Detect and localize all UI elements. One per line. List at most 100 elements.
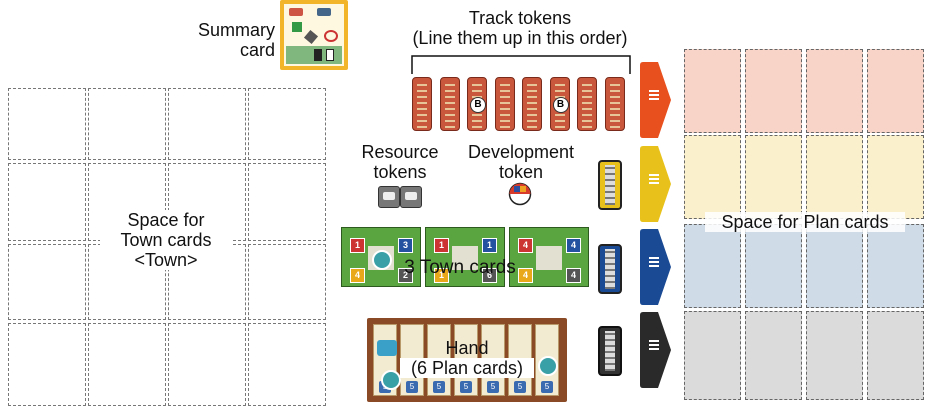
track-token bbox=[604, 77, 625, 131]
line-tab-yellow bbox=[640, 146, 671, 222]
town-center bbox=[452, 246, 478, 270]
station-icon bbox=[538, 356, 558, 376]
hand-line-2: (6 Plan cards) bbox=[400, 358, 534, 378]
town-slot bbox=[8, 163, 86, 241]
summary-card-face bbox=[284, 4, 344, 66]
track-token bbox=[577, 77, 597, 131]
town-slot bbox=[168, 88, 246, 160]
summary-icon bbox=[303, 29, 319, 45]
plan-slot bbox=[684, 311, 741, 400]
summary-icon bbox=[289, 8, 303, 16]
plan-slot bbox=[806, 224, 863, 308]
town-card: 4 4 4 4 bbox=[509, 227, 589, 287]
track-token: B bbox=[549, 77, 570, 131]
town-number: 4 bbox=[566, 238, 581, 253]
town-slot bbox=[168, 323, 246, 406]
resource-token bbox=[400, 186, 422, 208]
line-tab-black bbox=[640, 312, 671, 388]
line-tab-red bbox=[640, 62, 671, 138]
resource-tokens-label: Resource tokens bbox=[345, 142, 455, 182]
town-number: 1 bbox=[434, 268, 449, 283]
bonus-badge: B bbox=[470, 97, 486, 113]
star-badge: 5 bbox=[541, 381, 553, 393]
town-number: 3 bbox=[398, 238, 413, 253]
plan-slot bbox=[867, 49, 924, 133]
plan-slot bbox=[867, 135, 924, 219]
hand-icon bbox=[377, 340, 397, 356]
track-line-2: (Line them up in this order) bbox=[412, 28, 628, 48]
plan-slot bbox=[745, 224, 802, 308]
town-slot bbox=[88, 88, 166, 160]
plan-slot bbox=[684, 135, 741, 219]
plan-slot bbox=[806, 49, 863, 133]
star-badge: 5 bbox=[406, 381, 418, 393]
track-stack-yellow bbox=[598, 160, 622, 210]
plan-space-text: Space for Plan cards bbox=[705, 212, 905, 232]
town-number: 4 bbox=[518, 268, 533, 283]
town-number: 6 bbox=[482, 268, 497, 283]
summary-card bbox=[280, 0, 348, 70]
plan-space-label: Space for Plan cards bbox=[705, 212, 905, 232]
summary-icon bbox=[317, 8, 331, 16]
summary-card-label: Summary card bbox=[165, 20, 275, 60]
hand-label: Hand (6 Plan cards) bbox=[400, 338, 534, 378]
town-number: 2 bbox=[398, 268, 413, 283]
town-card: 1 3 4 2 bbox=[341, 227, 421, 287]
track-tokens-label: Track tokens (Line them up in this order… bbox=[385, 8, 655, 48]
plan-slot bbox=[806, 135, 863, 219]
town-number: 4 bbox=[566, 268, 581, 283]
star-badge: 5 bbox=[514, 381, 526, 393]
resource-line-2: tokens bbox=[373, 162, 427, 182]
tool-icon bbox=[405, 192, 417, 200]
town-center bbox=[536, 246, 562, 270]
town-number: 1 bbox=[350, 238, 365, 253]
summary-bottom-panel bbox=[286, 46, 342, 64]
development-line-2: token bbox=[498, 162, 544, 182]
star-badge: 5 bbox=[433, 381, 445, 393]
plan-slot bbox=[684, 224, 741, 308]
station-icon bbox=[381, 370, 401, 390]
plan-slot bbox=[745, 135, 802, 219]
town-slot bbox=[8, 244, 86, 320]
summary-line-1: Summary bbox=[197, 20, 275, 40]
plan-slot bbox=[745, 49, 802, 133]
track-bracket bbox=[411, 55, 631, 74]
track-stack-blue bbox=[598, 244, 622, 294]
tool-icon bbox=[383, 192, 395, 200]
town-cards-label: 3 Town cards bbox=[404, 257, 516, 278]
town-number: 4 bbox=[518, 238, 533, 253]
town-space-line-2: Town cards bbox=[100, 230, 232, 250]
town-number: 4 bbox=[350, 268, 365, 283]
plan-slot bbox=[684, 49, 741, 133]
town-slot bbox=[248, 244, 326, 320]
town-slot bbox=[248, 323, 326, 406]
plan-slot bbox=[806, 311, 863, 400]
town-slot bbox=[248, 163, 326, 241]
summary-line-2: card bbox=[239, 40, 275, 60]
development-token-label: Development token bbox=[455, 142, 587, 182]
hand-line-1: Hand bbox=[445, 338, 489, 358]
development-token bbox=[508, 182, 532, 206]
plan-slot bbox=[745, 311, 802, 400]
plan-slot bbox=[867, 311, 924, 400]
summary-icon bbox=[324, 30, 338, 42]
line-tab-blue bbox=[640, 229, 671, 305]
town-slot bbox=[8, 88, 86, 160]
town-card: 1 1 1 6 bbox=[425, 227, 505, 287]
track-stack-black bbox=[598, 326, 622, 376]
star-badge: 5 bbox=[487, 381, 499, 393]
track-token bbox=[439, 77, 460, 131]
town-number: 1 bbox=[434, 238, 449, 253]
summary-icon bbox=[314, 49, 322, 61]
track-token: B bbox=[467, 77, 487, 131]
station-icon bbox=[372, 250, 392, 270]
town-number: 1 bbox=[482, 238, 497, 253]
summary-icon bbox=[292, 22, 302, 32]
resource-token bbox=[378, 186, 400, 208]
resource-line-1: Resource bbox=[361, 142, 439, 162]
town-slot bbox=[248, 88, 326, 160]
town-space-label: Space for Town cards <Town> bbox=[100, 210, 232, 270]
track-line-1: Track tokens bbox=[468, 8, 572, 28]
track-token bbox=[494, 77, 515, 131]
bonus-badge: B bbox=[552, 97, 569, 113]
